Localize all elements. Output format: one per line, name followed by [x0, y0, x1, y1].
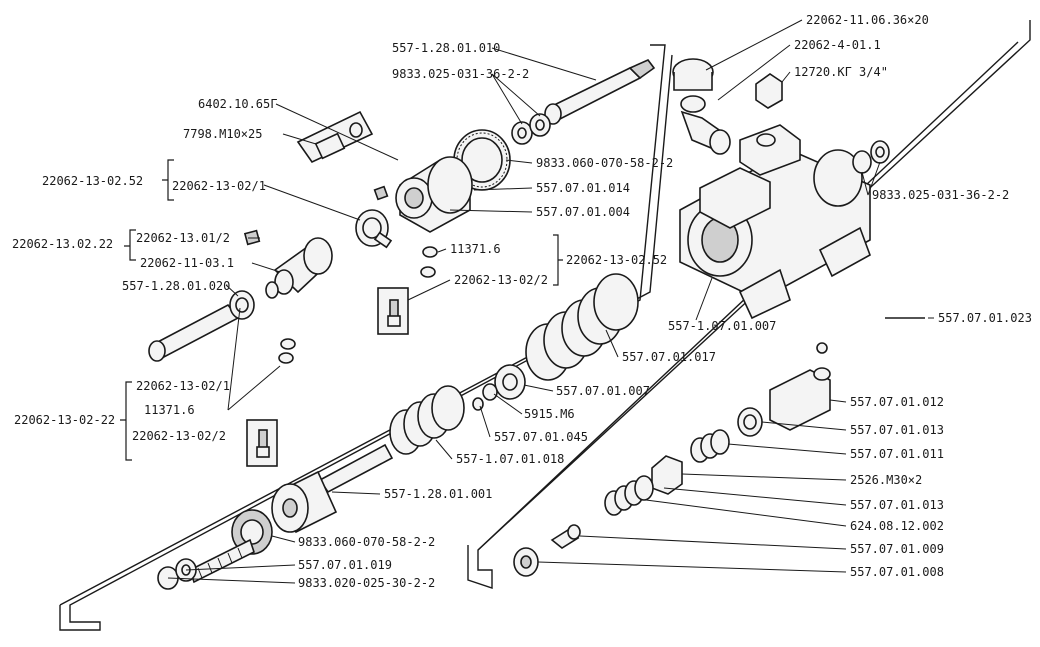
label-557-07-01-011: 557.07.01.011 [850, 447, 944, 461]
main-housing-557-1-07-01-007 [679, 124, 871, 320]
fitting-elbow [672, 58, 731, 155]
label-557-07-01-007: 557.07.01.007 [556, 384, 650, 398]
label-22062-13-02-52-left: 22062-13-02.52 [42, 174, 143, 188]
large-spring-557-07-01-017 [525, 273, 639, 381]
label-557-1-07-01-007: 557-1.07.01.007 [668, 319, 776, 333]
label-557-07-01-045: 557.07.01.045 [494, 430, 588, 444]
label-22062-4-01-1: 22062-4-01.1 [794, 38, 881, 52]
nut-557-07-01-008 [513, 547, 539, 577]
label-557-07-01-017: 557.07.01.017 [622, 350, 716, 364]
label-9833-025-031-36-2-2-upper: 9833.025-031-36-2-2 [392, 67, 529, 81]
label-557-1-28-01-020: 557-1.28.01.020 [122, 279, 230, 293]
label-557-07-01-014: 557.07.01.014 [536, 181, 630, 195]
spring-557-07-01-011 [690, 429, 730, 463]
head-22062-11-03-1 [265, 237, 333, 299]
label-11371-6-upper: 11371.6 [450, 242, 501, 256]
seal-ring-lower [231, 509, 273, 555]
bolt-7798 [296, 110, 374, 164]
label-22062-13-01-2: 22062-13.01/2 [136, 231, 230, 245]
nut-5915-m6 [472, 383, 498, 411]
label-12720-kg-3-4: 12720.КГ 3/4" [794, 65, 888, 79]
label-22062-11-03-1: 22062-11-03.1 [140, 256, 234, 270]
label-22062-13-02-2-upper: 22062-13-02/2 [454, 273, 548, 287]
label-22062-13-02-22-lower: 22062-13-02-22 [14, 413, 115, 427]
small-spring-557-1-07-01-018 [389, 385, 465, 455]
label-557-1-07-01-018: 557-1.07.01.018 [456, 452, 564, 466]
small-nut-upper [373, 185, 389, 201]
label-557-07-01-023: 557.07.01.023 [938, 311, 1032, 325]
label-11371-6-lower: 11371.6 [144, 403, 195, 417]
label-22062-13-02-1-lower: 22062-13-02/1 [136, 379, 230, 393]
label-22062-11-06-36x20: 22062-11.06.36×20 [806, 13, 929, 27]
label-7798-m10x25: 7798.M10×25 [183, 127, 262, 141]
piston-rod-557-1-28-01-001 [271, 443, 394, 534]
spring-cup-557-07-01-007 [494, 364, 526, 400]
label-9833-060-070-58-2-2-upper: 9833.060-070-58-2-2 [536, 156, 673, 170]
part-labels: 557-1.28.01.010 9833.025-031-36-2-2 6402… [12, 13, 1032, 590]
label-22062-13-02-22-upper: 22062-13.02.22 [12, 237, 113, 251]
plug-12720 [755, 73, 783, 109]
nipple-557-07-01-009 [550, 524, 581, 549]
threaded-stud-lower [189, 538, 255, 584]
label-557-07-01-019: 557.07.01.019 [298, 558, 392, 572]
rod-557-1-28-01-020 [148, 290, 255, 362]
label-557-07-01-009: 557.07.01.009 [850, 542, 944, 556]
label-557-1-28-01-010: 557-1.28.01.010 [392, 41, 500, 55]
label-22062-13-02-52-right: 22062-13-02.52 [566, 253, 667, 267]
label-6402-10-65g: 6402.10.65Г [198, 97, 277, 111]
label-5915-m6: 5915.M6 [524, 407, 575, 421]
label-557-07-01-013-b: 557.07.01.013 [850, 498, 944, 512]
label-557-07-01-013-a: 557.07.01.013 [850, 423, 944, 437]
label-557-07-01-008: 557.07.01.008 [850, 565, 944, 579]
group-braces [120, 159, 563, 461]
label-557-07-01-004: 557.07.01.004 [536, 205, 630, 219]
washer-pair-left [278, 246, 438, 364]
bolt-box-lower [246, 419, 278, 467]
label-22062-13-02-1-upper: 22062-13-02/1 [172, 179, 266, 193]
label-557-1-28-01-001: 557-1.28.01.001 [384, 487, 492, 501]
label-9833-060-070-58-2-2-lower: 9833.060-070-58-2-2 [298, 535, 435, 549]
small-plug-22062-13-01-2 [243, 229, 261, 246]
washer-pair-upper [511, 113, 551, 145]
clamp-ring-22062-13-02-1 [355, 209, 393, 249]
label-624-08-12-002: 624.08.12.002 [850, 519, 944, 533]
leader-lines [167, 19, 934, 584]
pin-557-07-01-023 [816, 342, 828, 354]
flange-housing-upper [395, 156, 473, 233]
label-9833-020-025-30-2-2: 9833.020-025-30-2-2 [298, 576, 435, 590]
hex-body-557-07-01-012 [769, 367, 831, 431]
bolt-box-upper [377, 287, 409, 335]
label-557-07-01-012: 557.07.01.012 [850, 395, 944, 409]
label-22062-13-02-2-lower: 22062-13-02/2 [132, 429, 226, 443]
spring-624-08-12-002 [604, 475, 654, 516]
washer-557-07-01-013-a [737, 407, 763, 437]
assembly-frame-lines [59, 20, 1031, 631]
label-9833-025-031-36-2-2-right: 9833.025-031-36-2-2 [872, 188, 1009, 202]
label-2526-m30x2: 2526.M30×2 [850, 473, 922, 487]
washer-pair-bottom [157, 558, 197, 590]
